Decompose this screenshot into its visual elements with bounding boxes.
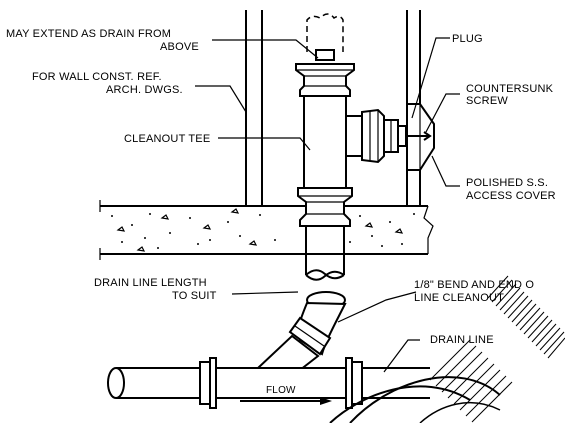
- floor-slab: [99, 200, 434, 260]
- label-drain-length-1: DRAIN LINE LENGTH: [94, 277, 207, 289]
- bend-cleanout: [255, 291, 347, 372]
- label-plug: PLUG: [452, 33, 483, 45]
- label-bend-2: LINE CLEANOUT: [414, 292, 504, 304]
- cleanout-tee-body: [295, 63, 355, 227]
- label-drain-line: DRAIN LINE: [430, 334, 494, 346]
- leader-lines: [195, 37, 460, 373]
- top-plug-cap: [315, 49, 335, 61]
- label-drain-length-2: TO SUIT: [172, 290, 217, 302]
- label-cover-1: POLISHED S.S.: [466, 177, 548, 189]
- label-countersunk-1: COUNTERSUNK: [466, 83, 554, 95]
- access-cover: [406, 103, 435, 171]
- horizontal-drain-line: [107, 357, 430, 409]
- leader-hatch-artifacts: [329, 275, 565, 423]
- label-bend-1: 1/8" BEND AND END O: [414, 279, 534, 291]
- label-countersunk-2: SCREW: [466, 95, 508, 107]
- cleanout-plug: [383, 119, 407, 153]
- label-wall-ref-1: FOR WALL CONST. REF.: [32, 71, 162, 83]
- label-drain-from-above-2: ABOVE: [160, 41, 199, 53]
- label-drain-from-above-1: MAY EXTEND AS DRAIN FROM: [6, 28, 171, 40]
- vertical-drain-pipe: [305, 226, 345, 281]
- dashed-extension: [306, 13, 344, 52]
- label-cover-2: ACCESS COVER: [466, 190, 556, 202]
- callout-labels: MAY EXTEND AS DRAIN FROM ABOVE FOR WALL …: [6, 28, 556, 396]
- wall-left-stud: [245, 10, 263, 206]
- label-wall-ref-2: ARCH. DWGS.: [106, 84, 183, 96]
- label-flow: FLOW: [266, 385, 296, 396]
- side-branch: [345, 108, 385, 164]
- label-cleanout-tee: CLEANOUT TEE: [124, 133, 210, 145]
